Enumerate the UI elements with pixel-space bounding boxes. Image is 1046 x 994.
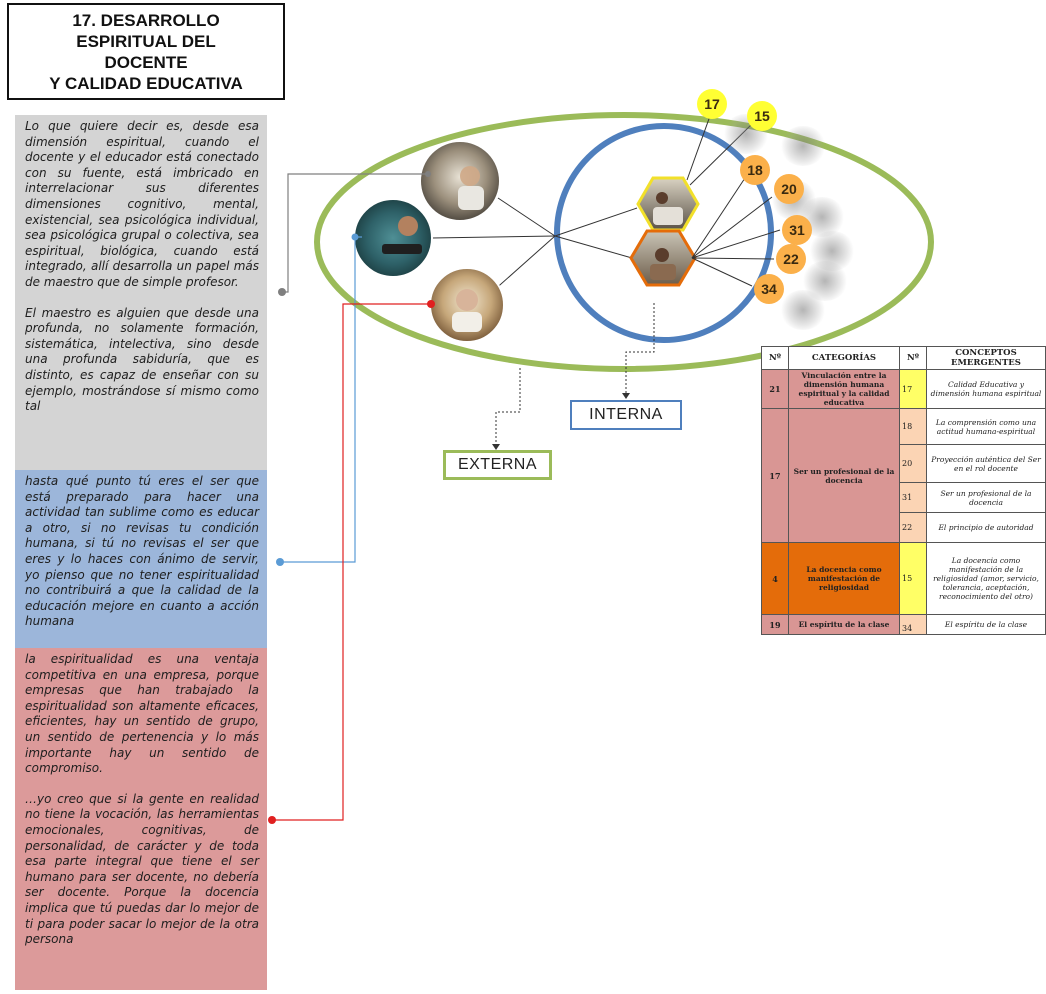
cat-num: 21 bbox=[761, 369, 789, 409]
bubble-15: 15 bbox=[747, 101, 777, 131]
bubble-shadow bbox=[780, 290, 826, 330]
quote-blue: hasta qué punto tú eres el ser que está … bbox=[25, 474, 259, 629]
connector-line bbox=[554, 235, 633, 259]
bubble-20: 20 bbox=[774, 174, 804, 204]
header-num-2: Nº bbox=[899, 346, 927, 370]
connector-line bbox=[691, 229, 781, 259]
bubble-31: 31 bbox=[782, 215, 812, 245]
connector-dot-gray bbox=[425, 171, 431, 177]
photo-connectors bbox=[431, 197, 638, 293]
concept-text: El espíritu de la clase bbox=[926, 614, 1046, 635]
quote-gray-2: El maestro es alguien que desde una prof… bbox=[25, 305, 259, 414]
connector-dot-blue bbox=[276, 558, 284, 566]
concept-num: 22 bbox=[899, 512, 927, 543]
label-interna: INTERNA bbox=[570, 400, 682, 430]
label-interna-text: INTERNA bbox=[589, 406, 663, 423]
table-row: 31 Ser un profesional de la docencia bbox=[762, 482, 1046, 513]
table-row: 17 Ser un profesional de la docencia 18 … bbox=[761, 408, 1046, 543]
connector-line bbox=[431, 235, 556, 239]
connector-dot-red bbox=[268, 816, 276, 824]
header-categories: CATEGORÍAS bbox=[788, 346, 900, 370]
page-title: 17. DESARROLLO ESPIRITUAL DEL DOCENTE Y … bbox=[49, 10, 243, 93]
connector-line bbox=[497, 197, 556, 237]
quote-red-1: la espiritualidad es una ventaja competi… bbox=[25, 652, 259, 776]
concept-text: Calidad Educativa y dimensión humana esp… bbox=[926, 369, 1046, 409]
label-externa: EXTERNA bbox=[443, 450, 552, 480]
outer-ellipse bbox=[314, 112, 934, 372]
quote-red-2: …yo creo que si la gente en realidad no … bbox=[25, 791, 259, 947]
table-row: 22 El principio de autoridad bbox=[762, 512, 1046, 543]
photo-teacher-office bbox=[419, 140, 501, 222]
table-row: 4 La docencia como manifestación de reli… bbox=[761, 542, 1046, 615]
connector-dot-red bbox=[427, 300, 435, 308]
connector-line bbox=[691, 257, 753, 287]
connector-line bbox=[691, 257, 775, 260]
concept-num: 17 bbox=[899, 369, 927, 409]
bubble-18: 18 bbox=[740, 155, 770, 185]
table-row: 20 Proyección auténtica del Ser en el ro… bbox=[762, 444, 1046, 483]
concept-num: 18 bbox=[899, 408, 927, 445]
photo-teacher-reading bbox=[353, 198, 433, 278]
quote-box-blue: hasta qué punto tú eres el ser que está … bbox=[15, 470, 267, 648]
hex-photo-bottom bbox=[629, 229, 697, 287]
concept-text: La comprensión como una actitud humana-e… bbox=[926, 408, 1046, 445]
arrow-interna bbox=[625, 303, 655, 397]
connector-dot-blue bbox=[351, 233, 359, 241]
label-externa-text: EXTERNA bbox=[457, 456, 538, 473]
concept-text: Ser un profesional de la docencia bbox=[926, 482, 1046, 513]
title-box: 17. DESARROLLO ESPIRITUAL DEL DOCENTE Y … bbox=[7, 3, 285, 100]
bubble-17: 17 bbox=[697, 89, 727, 119]
connector-line bbox=[691, 196, 773, 259]
table-header-row: Nº CATEGORÍAS Nº CONCEPTOS EMERGENTES bbox=[761, 346, 1046, 370]
concept-num: 20 bbox=[899, 444, 927, 483]
bubble-shadow bbox=[780, 126, 826, 166]
photo-teacher-speaking bbox=[429, 267, 505, 343]
quote-box-gray: Lo que quiere decir es, desde esa dimens… bbox=[15, 115, 267, 470]
arrow-externa bbox=[495, 368, 521, 448]
connector-line bbox=[691, 177, 746, 259]
table-row: 21 Vinculación entre la dimensión humana… bbox=[761, 369, 1046, 409]
connector-blue bbox=[280, 236, 362, 563]
header-concepts: CONCEPTOS EMERGENTES bbox=[926, 346, 1046, 370]
hex-photo-top bbox=[636, 176, 700, 232]
cat-num: 19 bbox=[761, 614, 789, 635]
dashed-arrows bbox=[495, 303, 655, 448]
connector-red bbox=[272, 303, 431, 821]
connector-dot-gray bbox=[278, 288, 286, 296]
connector-line bbox=[686, 115, 711, 181]
concept-num: 34 bbox=[899, 614, 927, 635]
concept-num: 15 bbox=[899, 542, 927, 615]
connector-line bbox=[491, 235, 556, 293]
concept-text: Proyección auténtica del Ser en el rol d… bbox=[926, 444, 1046, 483]
bubble-22: 22 bbox=[776, 244, 806, 274]
header-num: Nº bbox=[761, 346, 789, 370]
cat-num: 4 bbox=[761, 542, 789, 615]
cat-name: Ser un profesional de la docencia bbox=[788, 408, 900, 543]
bubble-34: 34 bbox=[754, 274, 784, 304]
concept-text: El principio de autoridad bbox=[926, 512, 1046, 543]
categories-table: Nº CATEGORÍAS Nº CONCEPTOS EMERGENTES 21… bbox=[761, 346, 1046, 635]
cat-num: 17 bbox=[761, 408, 789, 543]
concept-text: La docencia como manifestación de la rel… bbox=[926, 542, 1046, 615]
arrowhead-interna bbox=[622, 393, 630, 399]
arrowhead-externa bbox=[492, 444, 500, 450]
concept-num: 31 bbox=[899, 482, 927, 513]
cat-name: Vinculación entre la dimensión humana es… bbox=[788, 369, 900, 409]
connector-line bbox=[554, 207, 638, 237]
cat-name: La docencia como manifestación de religi… bbox=[788, 542, 900, 615]
table-row: 19 El espíritu de la clase 34 El espírit… bbox=[761, 614, 1046, 635]
quote-gray-1: Lo que quiere decir es, desde esa dimens… bbox=[25, 119, 259, 289]
quote-box-red: la espiritualidad es una ventaja competi… bbox=[15, 648, 267, 990]
cat-name: El espíritu de la clase bbox=[788, 614, 900, 635]
